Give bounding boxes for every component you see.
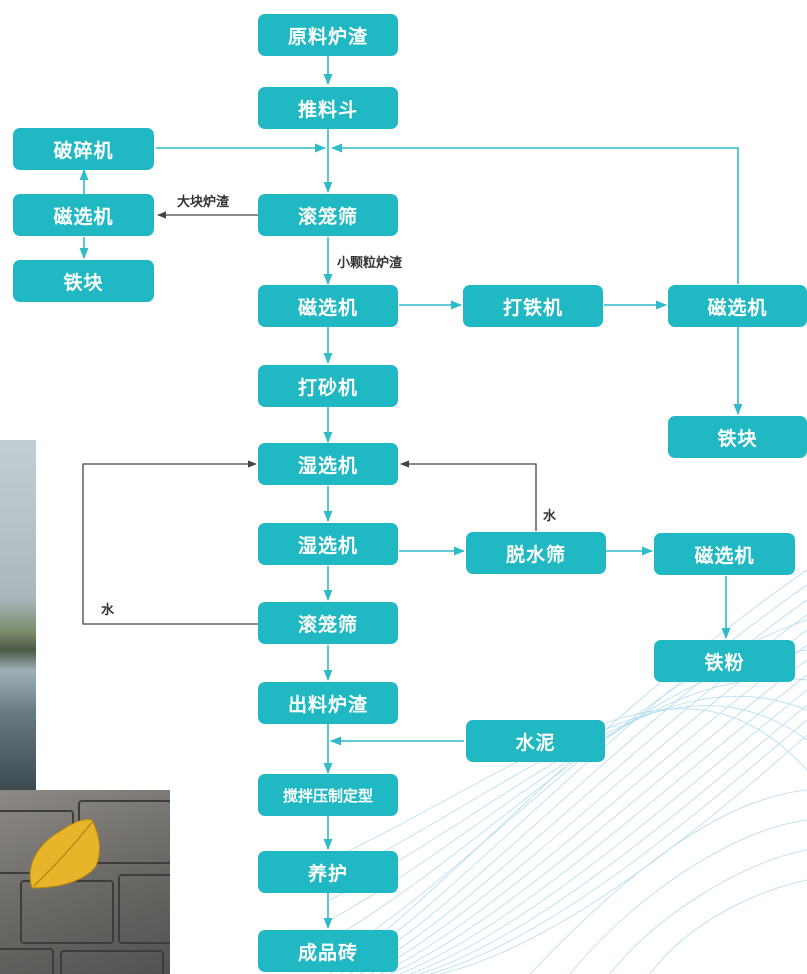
- label-small-slag: 小颗粒炉渣: [337, 256, 403, 271]
- node-iron-powder: 铁粉: [654, 640, 795, 682]
- leaf-icon: [29, 819, 100, 889]
- node-mag-sep-left: 磁选机: [13, 194, 154, 236]
- label-large-slag: 大块炉渣: [177, 195, 230, 210]
- node-mag-sep-right: 磁选机: [668, 285, 807, 327]
- node-sander: 打砂机: [258, 365, 398, 407]
- node-trommel-2: 滚笼筛: [258, 602, 398, 644]
- node-dewater-screen: 脱水筛: [466, 532, 606, 574]
- node-cement: 水泥: [466, 720, 605, 762]
- label-water-right: 水: [543, 509, 557, 524]
- background-photo-lake: [0, 440, 36, 790]
- node-output-slag: 出料炉渣: [258, 682, 398, 724]
- node-trommel-1: 滚笼筛: [258, 194, 398, 236]
- node-raw-slag: 原料炉渣: [258, 14, 398, 56]
- node-wet-sep-1: 湿选机: [258, 443, 398, 485]
- label-water-left: 水: [101, 603, 115, 618]
- node-curing: 养护: [258, 851, 398, 893]
- node-finished-brick: 成品砖: [258, 930, 398, 972]
- node-mag-sep-main: 磁选机: [258, 285, 398, 327]
- node-mag-sep-powder: 磁选机: [654, 533, 795, 575]
- node-iron-block-right: 铁块: [668, 416, 807, 458]
- node-mix-press: 搅拌压制定型: [258, 774, 398, 816]
- node-wet-sep-2: 湿选机: [258, 523, 398, 565]
- node-hopper: 推料斗: [258, 87, 398, 129]
- node-crusher: 破碎机: [13, 128, 154, 170]
- node-iron-beater: 打铁机: [463, 285, 603, 327]
- node-iron-block-left: 铁块: [13, 260, 154, 302]
